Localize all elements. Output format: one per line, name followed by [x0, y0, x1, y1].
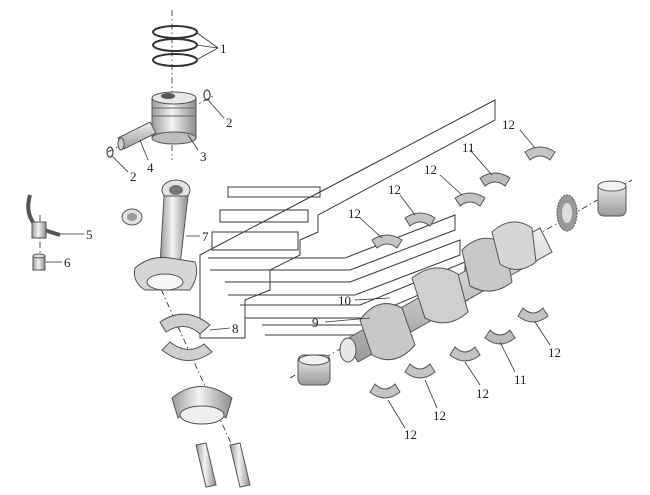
crankshaft: [339, 221, 553, 363]
rear-seal-ring: [597, 180, 627, 217]
callout-12-lower-right: 12: [548, 345, 561, 360]
callout-12-bottom: 12: [404, 427, 417, 442]
callout-2-upper: 2: [226, 115, 233, 130]
callout-12-upper-far-left: 12: [348, 206, 361, 221]
callout-4: 4: [147, 160, 154, 175]
callout-11-upper: 11: [462, 140, 475, 155]
callout-5: 5: [86, 227, 93, 242]
oil-jet-nozzle: [26, 194, 61, 239]
small-end-bush: [121, 208, 143, 226]
callout-12-lower-left: 12: [433, 408, 446, 423]
nozzle-bolt: [32, 253, 46, 271]
callout-12-upper-left: 12: [388, 182, 401, 197]
piston: [151, 91, 197, 145]
callout-6: 6: [64, 255, 71, 270]
callout-9: 9: [312, 315, 319, 330]
callout-11-lower: 11: [514, 372, 527, 387]
thrust-washers: [479, 172, 516, 345]
callout-12-upper-mid: 12: [424, 162, 437, 177]
callout-1: 1: [220, 41, 227, 56]
leader-lines: [46, 31, 551, 429]
piston-pin: [117, 121, 157, 151]
crank-gear: [556, 194, 578, 232]
callout-10: 10: [338, 293, 351, 308]
callout-7: 7: [202, 229, 209, 244]
circlips: [106, 89, 211, 158]
connecting-rod: [134, 179, 198, 291]
rod-bolts: [195, 442, 251, 488]
callout-labels: 1 2 3 4 2 5 6 7 8 9 10 11 11 12 12 12 12…: [64, 41, 561, 442]
callout-8: 8: [232, 321, 239, 336]
callout-2-lower: 2: [130, 169, 137, 184]
callout-3: 3: [200, 149, 207, 164]
callout-12-top-right: 12: [502, 117, 515, 132]
piston-rings: [152, 25, 198, 67]
front-seal-ring: [297, 354, 331, 386]
callout-12-lower-mid: 12: [476, 386, 489, 401]
rod-bearing-shells: [159, 313, 233, 425]
